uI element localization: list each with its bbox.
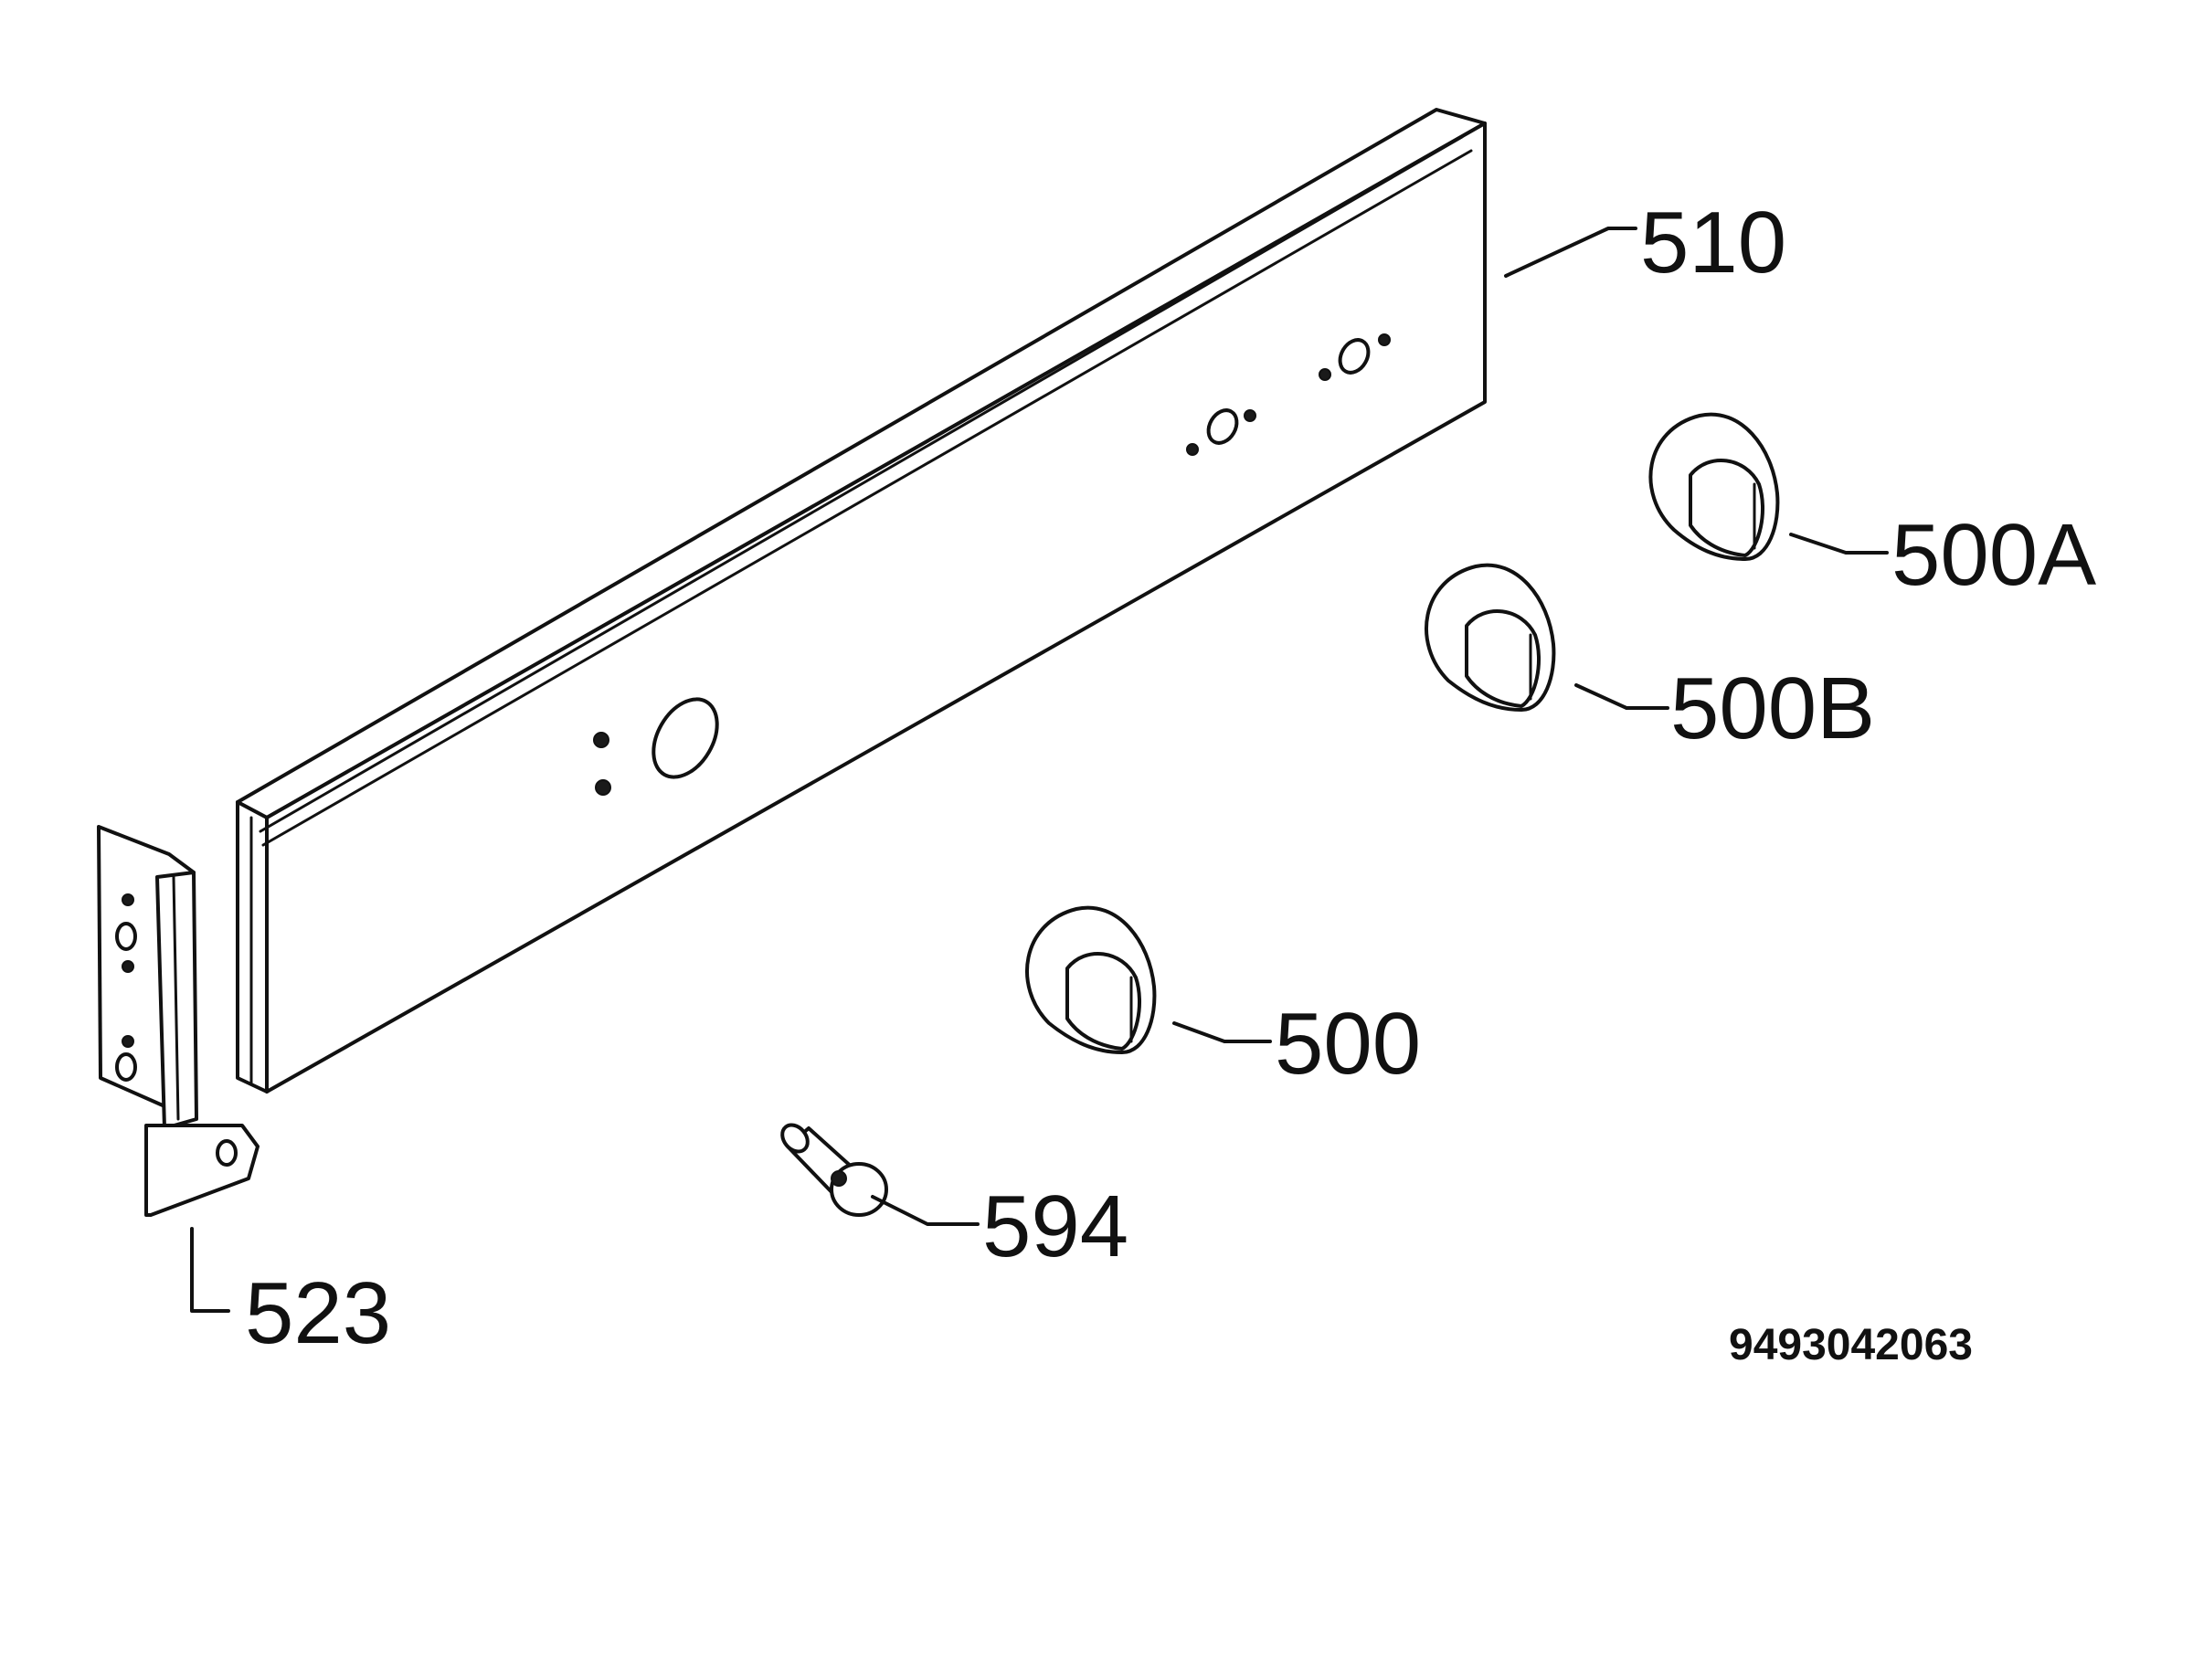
knob-500[interactable] (1025, 905, 1157, 1054)
knob-500A[interactable] (1648, 412, 1780, 561)
label-500A: 500A (1891, 506, 2096, 604)
leader-lines (190, 227, 1889, 1313)
label-500B: 500B (1670, 660, 1875, 757)
pin-594[interactable] (778, 1120, 888, 1217)
label-594: 594 (982, 1178, 1128, 1275)
control-panel-510[interactable] (236, 108, 1487, 1094)
label-523: 523 (245, 1264, 391, 1362)
knob-500B[interactable] (1425, 563, 1556, 712)
bracket-523[interactable] (97, 825, 260, 1217)
label-510: 510 (1640, 194, 1786, 291)
drawing-number: 9493042063 (1729, 1321, 1973, 1369)
label-500: 500 (1275, 995, 1421, 1093)
